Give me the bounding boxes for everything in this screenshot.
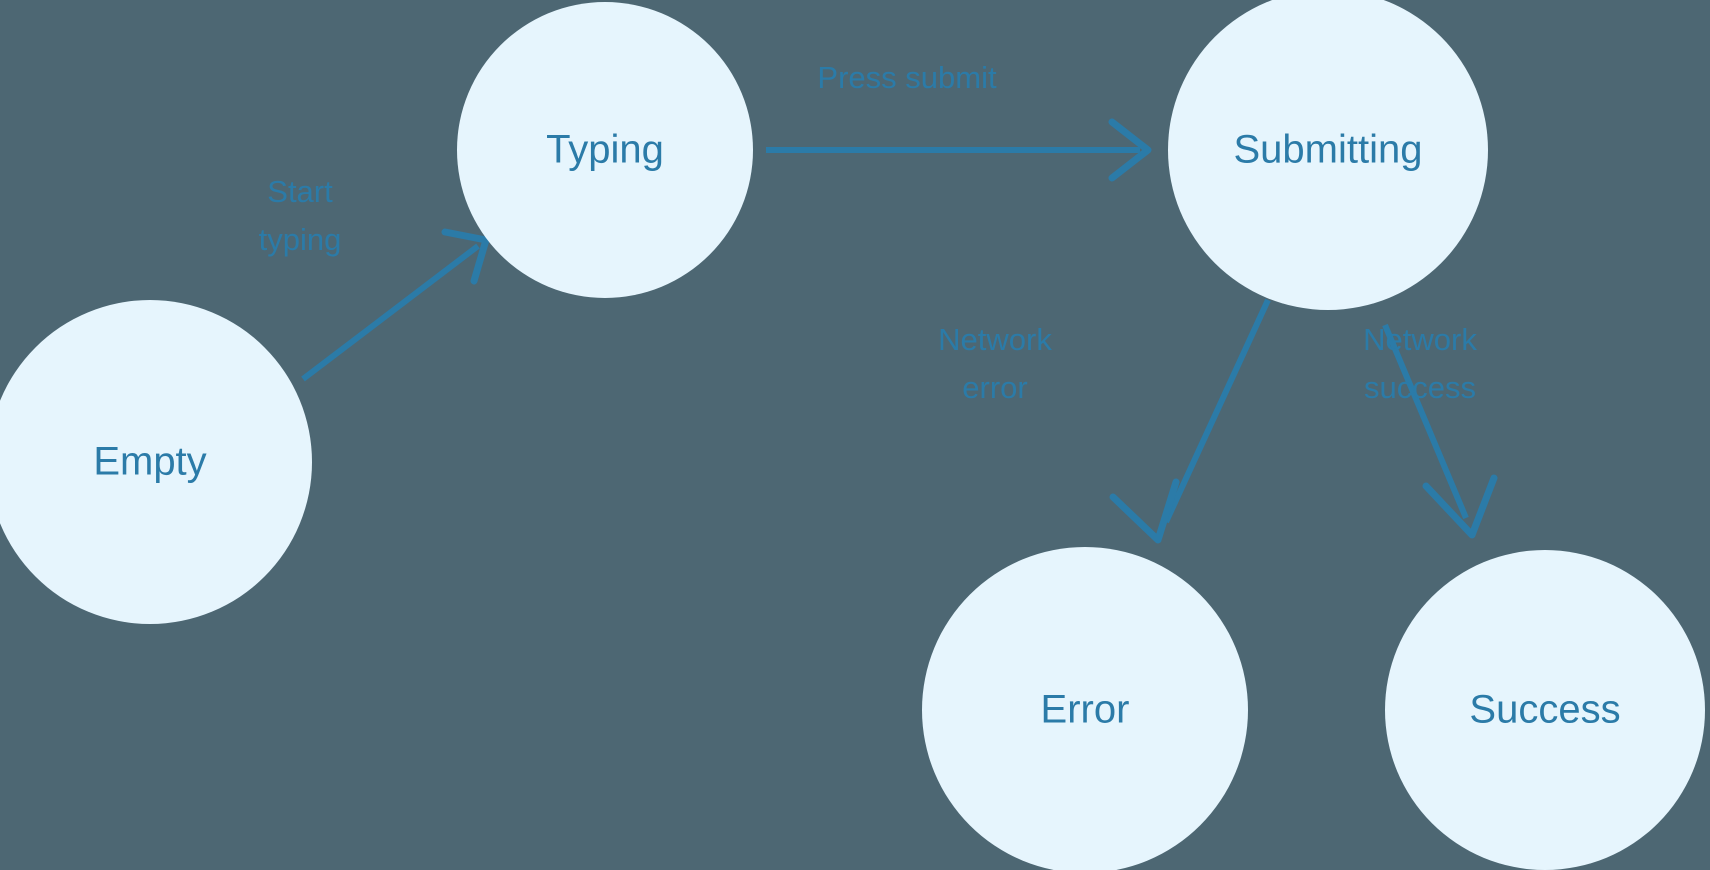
edge-line-network-success	[1382, 323, 1469, 520]
edge-empty-to-typing[interactable]	[301, 228, 490, 382]
state-circle-submitting	[1168, 0, 1488, 310]
edge-label-network-success-line2: success	[1364, 370, 1476, 405]
arrowhead-press-submit	[1108, 118, 1152, 182]
state-circle-success	[1385, 550, 1705, 870]
state-node-empty[interactable]: Empty	[0, 300, 312, 624]
arrowhead-network-error	[1109, 478, 1180, 544]
arrowhead-network-success	[1422, 474, 1498, 539]
edge-submitting-to-success[interactable]	[1382, 323, 1498, 539]
edge-label-start-typing: Start	[267, 174, 333, 209]
edge-label-network-error: Network	[938, 322, 1052, 357]
state-label-success: Success	[1469, 688, 1620, 732]
edge-submitting-to-error[interactable]	[1109, 298, 1271, 544]
edge-label-network-error-line2: error	[962, 370, 1027, 405]
edge-labels-layer: Start typing Press submit Network error …	[259, 60, 1478, 405]
state-node-error[interactable]: Error	[922, 547, 1248, 870]
edge-line-start-typing	[301, 243, 480, 382]
edge-typing-to-submitting[interactable]	[766, 118, 1152, 182]
state-label-empty: Empty	[93, 440, 206, 484]
state-label-submitting: Submitting	[1234, 128, 1423, 172]
edges-layer	[301, 118, 1498, 544]
state-circle-typing	[457, 2, 753, 298]
state-circle-empty	[0, 300, 312, 624]
state-node-submitting[interactable]: Submitting	[1168, 0, 1488, 310]
edge-label-network-success: Network	[1363, 322, 1477, 357]
edge-label-press-submit: Press submit	[817, 60, 997, 95]
state-circle-error	[922, 547, 1248, 870]
edge-line-network-error	[1163, 298, 1271, 524]
arrowhead-start-typing	[441, 228, 490, 285]
state-node-typing[interactable]: Typing	[457, 2, 753, 298]
state-node-success[interactable]: Success	[1385, 550, 1705, 870]
edge-label-start-typing-line2: typing	[259, 222, 342, 257]
state-label-error: Error	[1041, 688, 1130, 732]
state-label-typing: Typing	[546, 128, 664, 172]
